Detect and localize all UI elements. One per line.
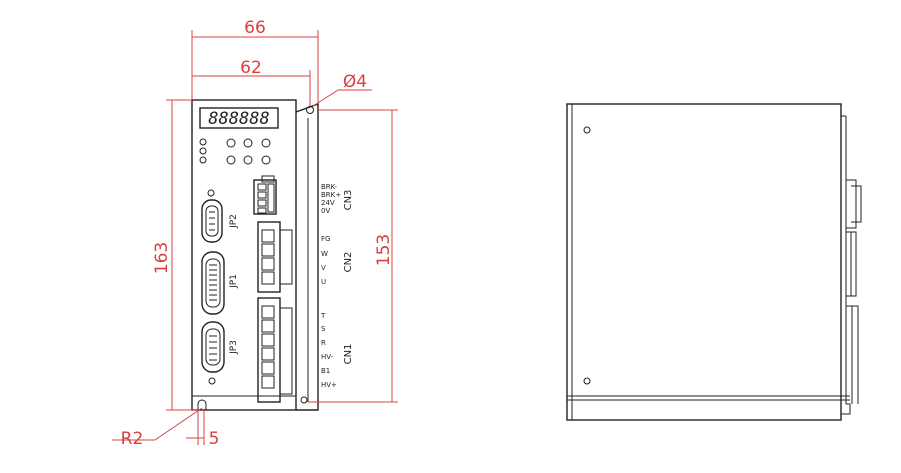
dim-height-left: 163 — [152, 242, 172, 274]
cn3-terminal — [253, 175, 277, 215]
dim-height-right: 153 — [374, 234, 394, 266]
cn2-pin-label: V — [321, 264, 326, 272]
dim-radius: R2 — [121, 429, 144, 449]
side-cn1-protrusion — [846, 305, 859, 404]
dimension-lines: 66 62 Ø4 163 153 R2 5 — [112, 18, 398, 449]
cn2-block — [257, 221, 281, 293]
led-display — [199, 107, 279, 129]
side-hole-bottom — [583, 377, 591, 385]
jp1-shell — [201, 251, 225, 315]
jp3-connector: JP3 — [201, 321, 239, 385]
cn3-label: CN3 — [343, 190, 354, 211]
jp3-pins — [209, 335, 217, 361]
cn2-pin-label: W — [321, 250, 328, 258]
jp3-port — [205, 328, 221, 366]
jp1-label: JP1 — [229, 274, 239, 289]
dim-hole: Ø4 — [343, 72, 367, 92]
cn1-pin-label: R — [321, 339, 326, 347]
dim-leader-radius — [154, 407, 203, 441]
cn3-pin-label: 24V — [321, 199, 335, 207]
cn1-plug — [279, 307, 293, 395]
side-cn3-protrusion — [846, 179, 857, 229]
mounting-hole-top — [306, 106, 314, 114]
dim-body-width: 62 — [240, 58, 262, 78]
cn2-label: CN2 — [343, 252, 354, 273]
side-hole-top — [583, 126, 591, 134]
cn1-pin-label: HV- — [321, 353, 334, 361]
cn2-terminal — [257, 221, 293, 293]
cn1-pin-label: HV+ — [321, 381, 337, 389]
cn3-pin-label: BRK- — [321, 183, 338, 191]
cn1-pin-label: B1 — [321, 367, 330, 375]
front-body-outline — [191, 99, 297, 411]
key-button[interactable] — [261, 138, 271, 148]
status-led-2 — [199, 147, 207, 155]
key-button[interactable] — [226, 155, 236, 165]
side-view — [566, 103, 862, 421]
jp1-port — [205, 258, 221, 308]
status-led-1 — [199, 138, 207, 146]
screw-icon — [207, 189, 215, 197]
cn3-pin-label: 0V — [321, 207, 330, 215]
cn1-terminal — [257, 297, 293, 403]
bottom-slot — [197, 399, 207, 410]
cn1-pin-label: T — [320, 312, 326, 320]
key-button[interactable] — [243, 138, 253, 148]
key-button[interactable] — [243, 155, 253, 165]
front-view: 888888 JP2 JP1 — [191, 99, 354, 411]
jp3-shell — [201, 321, 225, 373]
led-display-digits: 888888 — [208, 109, 269, 129]
cn2-plug — [279, 229, 293, 285]
key-button[interactable] — [226, 138, 236, 148]
jp3-label: JP3 — [229, 340, 239, 355]
cn3-pin-label: BRK+ — [321, 191, 341, 199]
side-body-outline — [566, 103, 842, 421]
cn1-pin-label: S — [321, 325, 326, 333]
cn1-block — [257, 297, 281, 403]
status-led-3 — [199, 156, 207, 164]
key-button[interactable] — [261, 155, 271, 165]
cn3-latch — [261, 175, 275, 183]
dim-offset: 5 — [209, 429, 220, 449]
jp1-pins — [209, 264, 217, 301]
cn3-block — [253, 179, 277, 215]
jp2-label: JP2 — [229, 214, 239, 229]
jp1-connector: JP1 — [201, 251, 239, 315]
jp2-port — [205, 205, 219, 237]
cn2-pin-label: FG — [321, 235, 330, 243]
cn1-label: CN1 — [343, 344, 354, 365]
dim-leader-hole — [312, 89, 339, 107]
dim-overall-width: 66 — [244, 18, 266, 38]
mounting-hole-bottom-right — [300, 396, 308, 404]
jp2-connector: JP2 — [201, 189, 239, 243]
screw-icon — [208, 377, 216, 385]
jp2-shell — [201, 199, 223, 243]
mounting-flange — [295, 103, 319, 411]
cn2-pin-label: U — [321, 278, 326, 286]
